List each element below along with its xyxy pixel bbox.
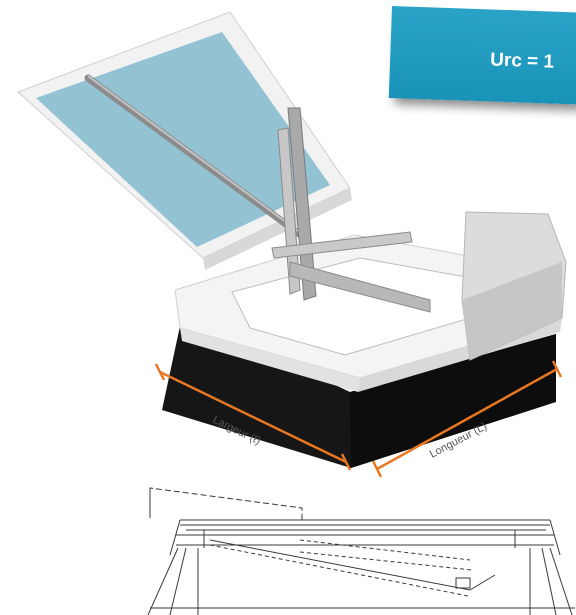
mechanism-rail-2	[271, 231, 413, 259]
lid-glass-pane	[36, 32, 330, 247]
urc-badge: Urc = 1	[388, 6, 576, 105]
section-bracket	[455, 577, 471, 589]
section-raised-lid	[149, 487, 303, 520]
wind-deflector-face	[462, 262, 562, 360]
lid-edge	[203, 188, 352, 270]
section-left-leg	[147, 547, 179, 615]
gas-strut-highlight	[87, 75, 303, 235]
section-strut	[209, 539, 496, 591]
frame-front-lip	[180, 328, 360, 392]
base-shadow-side	[350, 334, 556, 468]
section-right-leg	[549, 547, 573, 615]
gas-strut	[84, 74, 306, 240]
mechanism-rail-1	[289, 261, 431, 313]
urc-badge-text: Urc = 1	[489, 49, 555, 73]
